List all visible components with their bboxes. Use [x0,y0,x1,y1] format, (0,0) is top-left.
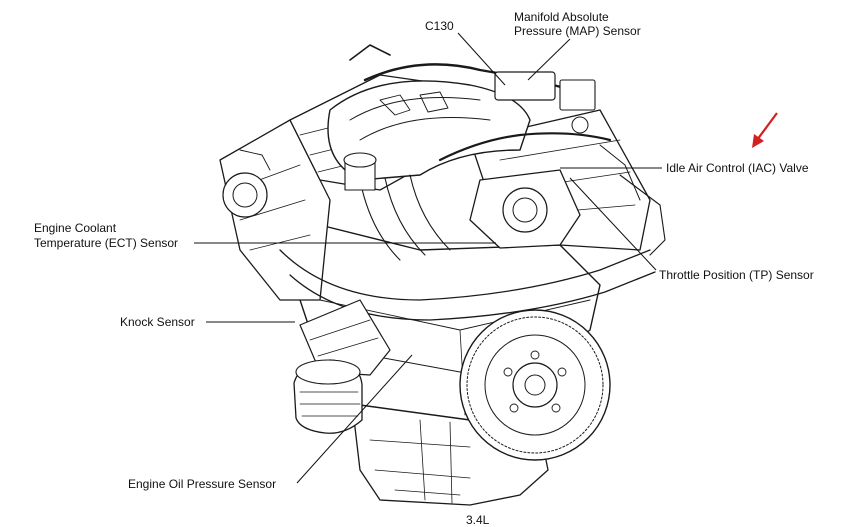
engine-illustration [219,44,666,506]
tp-leader [569,177,657,271]
label-oil: Engine Oil Pressure Sensor [128,477,276,491]
label-c130: C130 [425,19,454,33]
c130-leader [457,32,506,86]
label-map-line2: Pressure (MAP) Sensor [514,24,641,38]
label-ect-line2: Temperature (ECT) Sensor [34,236,178,250]
label-tp: Throttle Position (TP) Sensor [659,268,814,282]
label-map-line1: Manifold Absolute [514,10,609,24]
map-leader [527,38,571,81]
label-knock: Knock Sensor [120,315,195,329]
callout-labels: C130 Manifold Absolute Pressure (MAP) Se… [34,10,814,527]
red-arrow-icon [752,112,778,148]
label-ect-line1: Engine Coolant [34,221,117,235]
leader-lines [194,32,662,484]
caption: 3.4L [466,513,490,527]
label-iac: Idle Air Control (IAC) Valve [666,161,809,175]
oil-leader [296,354,413,484]
